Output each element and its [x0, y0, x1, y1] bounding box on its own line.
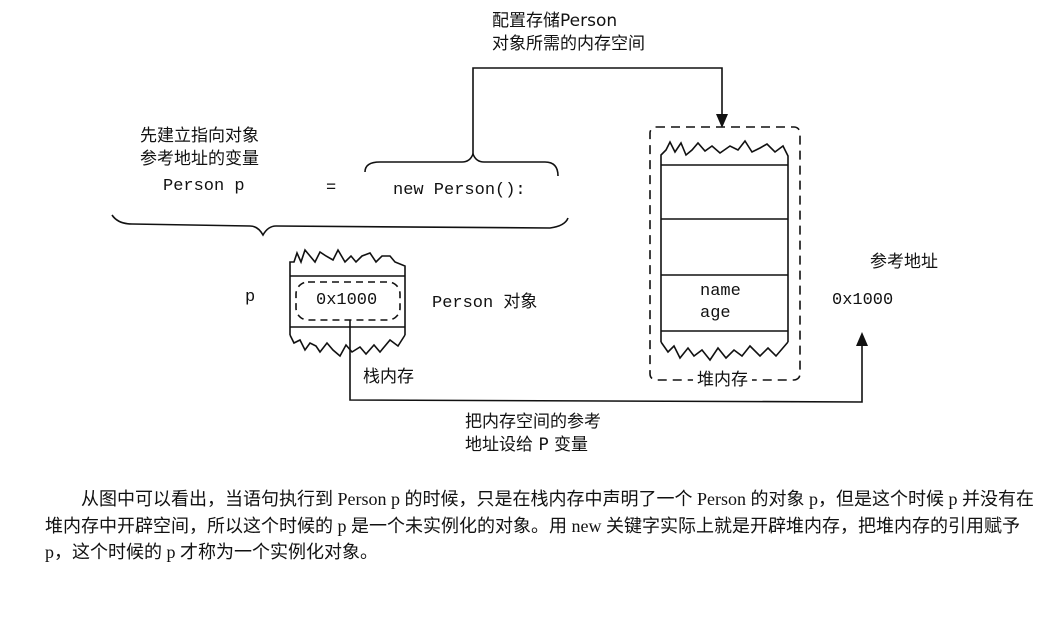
new-brace: [364, 151, 559, 177]
assign-arrow: [349, 320, 863, 403]
heap-field-name: name: [700, 282, 741, 301]
declare-note-line1: 先建立指向对象: [140, 126, 259, 146]
alloc-note-line2: 对象所需的内存空间: [492, 34, 645, 54]
assign-note-line1: 把内存空间的参考: [465, 412, 601, 432]
alloc-arrowhead: [716, 114, 728, 128]
reference-address: 0x1000: [832, 291, 894, 310]
code-declaration: Person p: [163, 177, 245, 196]
alloc-note-line1: 配置存储Person: [492, 11, 618, 31]
explanation-paragraph: 从图中可以看出，当语句执行到 Person p 的时候，只是在栈内存中声明了一个…: [45, 486, 1035, 566]
reference-title: 参考地址: [870, 252, 938, 272]
stack-var-label: p: [245, 288, 256, 307]
heap-block: [660, 139, 789, 362]
code-equals: =: [326, 179, 337, 198]
alloc-arrow: [472, 67, 723, 155]
declare-note-line2: 参考地址的变量: [140, 149, 259, 169]
address-slot: [295, 281, 401, 321]
assign-arrowhead: [856, 332, 868, 346]
diagram-lines: [111, 67, 868, 403]
heap-field-age: age: [700, 304, 731, 323]
stack-address: 0x1000: [316, 291, 378, 310]
person-object-label: Person 对象: [432, 294, 538, 313]
stack-box: [289, 248, 406, 358]
explanation-text: 从图中可以看出，当语句执行到 Person p 的时候，只是在栈内存中声明了一个…: [45, 489, 1034, 562]
code-new-expression: new Person():: [393, 181, 526, 200]
statement-brace: [111, 214, 569, 237]
stack-title: 栈内存: [363, 367, 414, 387]
assign-note-line2: 地址设给 P 变量: [465, 435, 589, 455]
heap-title: 堆内存: [693, 369, 752, 391]
